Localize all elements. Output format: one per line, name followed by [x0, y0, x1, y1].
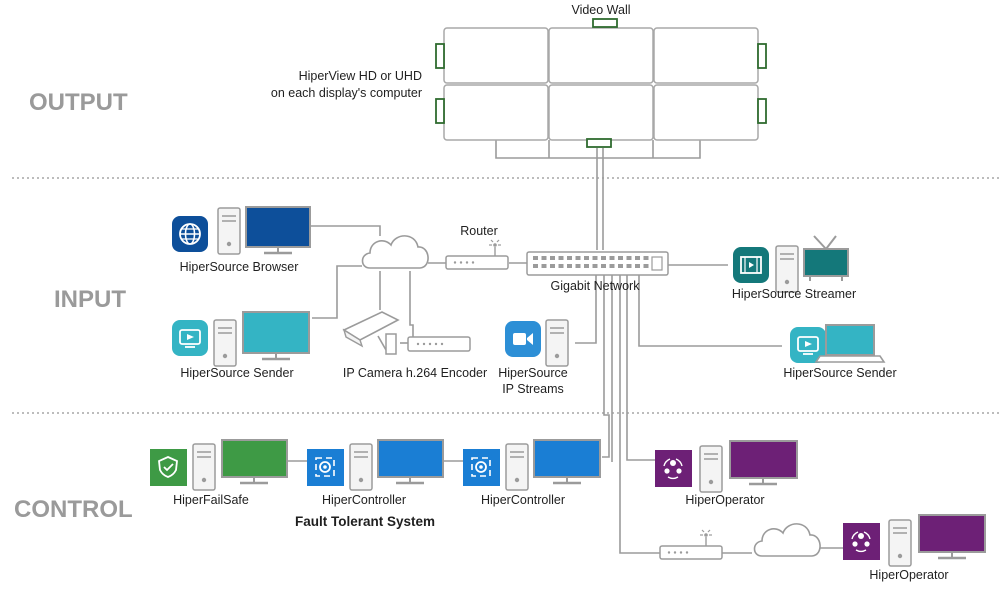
hipersource-ip-streams-node: [505, 319, 569, 367]
hipersource-streamer-node: [733, 235, 849, 293]
film-icon: [740, 256, 762, 274]
h264-encoder: [407, 336, 471, 352]
hiperoperator-1-node: [655, 440, 798, 493]
wall-connector-right-top: [757, 43, 767, 69]
wall-connector-bottom: [586, 138, 612, 148]
video-wall-note-line1: HiperView HD or UHD: [299, 69, 422, 83]
switch-port: [609, 256, 615, 260]
switch-port: [635, 264, 640, 268]
ip-camera: [342, 311, 400, 355]
fault-tolerant-system-label: Fault Tolerant System: [295, 514, 435, 529]
sender-right-laptop: [814, 324, 886, 363]
switch-port: [533, 264, 538, 268]
controller-2-monitor: [533, 439, 601, 485]
operator-2-monitor: [918, 514, 986, 560]
switch-port: [550, 264, 555, 268]
switch-port: [618, 264, 623, 268]
video-camera-icon: [513, 333, 533, 345]
hipersource-ip-streams-label-line2: IP Streams: [502, 382, 564, 396]
hipersource-ip-streams-label-line1: HiperSource: [498, 366, 568, 380]
controller-icon: [315, 457, 335, 477]
switch-port: [626, 256, 632, 260]
hipersource-browser-label: HiperSource Browser: [180, 260, 299, 274]
hipercontroller-2-node: [463, 439, 601, 491]
switch-port: [584, 256, 589, 260]
hiperfailsafe-label: HiperFailSafe: [173, 493, 249, 507]
video-wall-title: Video Wall: [571, 3, 630, 17]
controller-1-monitor: [377, 439, 444, 485]
people-icon: [663, 458, 683, 480]
hipersource-sender-right-node: [790, 324, 886, 363]
router-input: [445, 239, 509, 270]
router-control: [659, 529, 723, 560]
switch-port: [601, 256, 606, 260]
connection-lines: [287, 140, 843, 554]
operator-1-app-tile: [655, 450, 692, 487]
switch-port: [558, 264, 564, 268]
section-control-label: CONTROL: [14, 496, 133, 523]
hiperoperator-2-label: HiperOperator: [869, 568, 948, 582]
section-input-label: INPUT: [54, 286, 126, 313]
globe-icon: [179, 223, 201, 245]
section-output-label: OUTPUT: [29, 89, 128, 116]
hipercontroller-1-label: HiperController: [322, 493, 406, 507]
hiperoperator-2-node: [843, 514, 986, 567]
wall-connector-top: [592, 18, 618, 28]
switch-port: [601, 264, 606, 268]
play-screen-icon: [179, 329, 201, 348]
switch-port: [592, 264, 598, 268]
people-icon: [851, 531, 871, 553]
switch-port: [541, 256, 547, 260]
play-screen-icon: [797, 336, 819, 355]
switch-port: [575, 256, 581, 260]
switch-port: [643, 264, 649, 268]
operator-1-monitor: [729, 440, 798, 486]
hipersource-streamer-label: HiperSource Streamer: [732, 287, 856, 301]
hiperfailsafe-node: [150, 439, 288, 491]
switch-port: [567, 264, 572, 268]
hipersource-sender-left-label: HiperSource Sender: [180, 366, 293, 380]
browser-monitor: [245, 206, 311, 255]
switch-port: [575, 264, 581, 268]
hipersource-sender-right-label: HiperSource Sender: [783, 366, 896, 380]
wall-connector-right-bottom: [757, 98, 767, 124]
wall-connector-left-top: [435, 43, 445, 69]
switch-port: [643, 256, 649, 260]
gigabit-network-label: Gigabit Network: [551, 279, 641, 293]
switch-port: [609, 264, 615, 268]
switch-port: [618, 256, 623, 260]
ip-camera-encoder-label: IP Camera h.264 Encoder: [343, 366, 487, 380]
sender-left-monitor: [242, 311, 310, 361]
hipersource-browser-node: [172, 206, 311, 255]
switch-uplink-port: [651, 256, 663, 271]
switch-port: [584, 264, 589, 268]
cloud-input: [361, 235, 429, 269]
cloud-control: [753, 523, 821, 557]
switch-port: [550, 256, 555, 260]
failsafe-monitor: [221, 439, 288, 485]
switch-port: [567, 256, 572, 260]
switch-port: [592, 256, 598, 260]
streamer-tv: [803, 235, 849, 281]
hipercontroller-1-node: [307, 439, 444, 491]
controller-icon: [471, 457, 491, 477]
hipersource-sender-left-node: [172, 311, 310, 367]
gigabit-switch: [526, 251, 669, 276]
router-label: Router: [460, 224, 498, 238]
video-wall: [435, 18, 767, 148]
hipercontroller-2-label: HiperController: [481, 493, 565, 507]
switch-port: [533, 256, 538, 260]
switch-port: [558, 256, 564, 260]
wall-connector-left-bottom: [435, 98, 445, 124]
shield-check-icon: [158, 456, 178, 478]
switch-port: [635, 256, 640, 260]
switch-port: [626, 264, 632, 268]
hiperoperator-1-label: HiperOperator: [685, 493, 764, 507]
video-wall-note-line2: on each display's computer: [271, 86, 422, 100]
switch-port: [541, 264, 547, 268]
operator-2-app-tile: [843, 523, 880, 560]
